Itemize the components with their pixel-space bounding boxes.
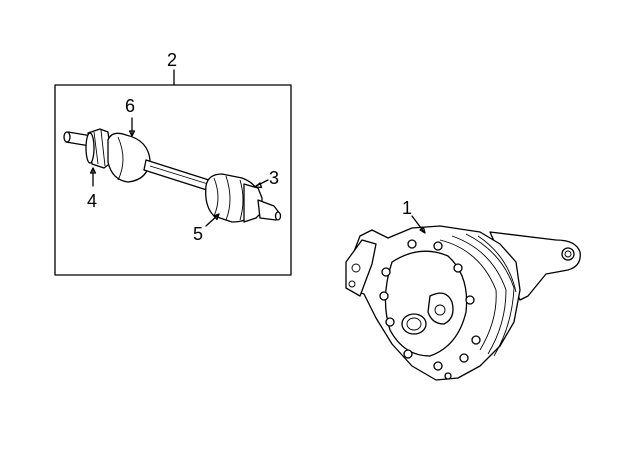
outer-cv-joint[interactable] bbox=[243, 183, 282, 223]
callout-2[interactable]: 2 bbox=[167, 50, 177, 70]
callout-6[interactable]: 6 bbox=[125, 96, 135, 116]
half-shaft bbox=[143, 159, 213, 192]
callout-5[interactable]: 5 bbox=[193, 224, 203, 244]
callout-4[interactable]: 4 bbox=[87, 191, 97, 211]
callout-1[interactable]: 1 bbox=[402, 198, 412, 218]
inner-boot[interactable] bbox=[107, 132, 151, 183]
flange-bolts bbox=[379, 239, 481, 380]
axle-shaft-frame bbox=[54, 84, 292, 276]
inner-cv-joint[interactable] bbox=[85, 128, 113, 169]
differential-assembly[interactable]: 1 bbox=[345, 198, 581, 381]
callout-5-leader bbox=[205, 214, 219, 227]
callout-3[interactable]: 3 bbox=[269, 168, 279, 188]
axle-shaft-assembly[interactable]: 2 bbox=[54, 50, 292, 276]
